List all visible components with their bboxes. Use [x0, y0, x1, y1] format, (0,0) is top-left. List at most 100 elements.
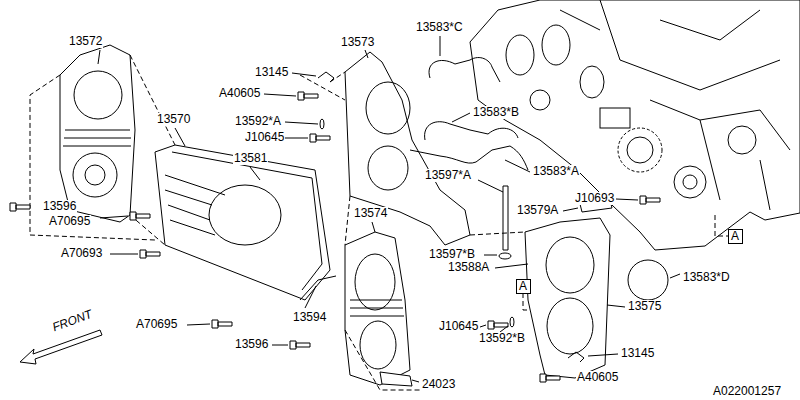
- engine-gear: [627, 137, 653, 163]
- engine-detail: [728, 126, 756, 154]
- part-number: 13581: [233, 152, 268, 165]
- engine-block: [470, 0, 800, 250]
- gasket-ring: [628, 260, 668, 300]
- bolt: [212, 320, 232, 328]
- part-number: 13597*A: [424, 169, 472, 182]
- cover-opening: [366, 82, 410, 134]
- part-number: A70693: [60, 247, 103, 260]
- part-number: 13575: [627, 300, 662, 313]
- part-number: 13572: [68, 35, 103, 48]
- bolt: [540, 374, 560, 382]
- cover-rib: [165, 175, 225, 235]
- part-number: 13594: [292, 311, 327, 324]
- part-number: 13596: [234, 338, 269, 351]
- part-number: 13583*A: [532, 165, 580, 178]
- part-number: A70695: [48, 215, 91, 228]
- part-number: A70695: [135, 318, 178, 331]
- part-number: 24023: [421, 378, 456, 391]
- gasket: [429, 58, 500, 82]
- part-number: 13588A: [447, 261, 490, 274]
- engine-detail: [580, 66, 604, 98]
- part-number: 13592*A: [234, 115, 282, 128]
- part-number: 13583*C: [415, 21, 464, 34]
- washer: [510, 317, 514, 327]
- engine-detail: [600, 108, 630, 128]
- cover-opening: [355, 254, 395, 310]
- part-number: 13597*B: [428, 248, 476, 261]
- cover-outline: [345, 232, 410, 385]
- cover-outline: [345, 52, 470, 245]
- timing-cover-center: [345, 232, 410, 385]
- diagram-code: A022001257: [712, 385, 782, 398]
- clip-wire: [300, 276, 336, 300]
- cover-opening: [360, 321, 396, 369]
- reference-letter: A: [519, 280, 527, 293]
- clip: [568, 352, 584, 362]
- leader-line: [98, 36, 680, 382]
- engine-outline: [470, 0, 800, 250]
- part-number: 13145: [254, 66, 289, 79]
- engine-detail: [674, 166, 706, 198]
- cover-gasket: [172, 152, 322, 290]
- cover-outline: [525, 218, 610, 378]
- part-number: J10645: [438, 320, 479, 333]
- engine-detail: [542, 25, 570, 65]
- part-number: A40605: [218, 87, 261, 100]
- engine-detail: [530, 90, 550, 110]
- part-number: 13583*D: [682, 271, 731, 284]
- cover-rib: [350, 300, 404, 316]
- reference-box: A: [516, 279, 531, 294]
- timing-cover-left: [525, 218, 610, 378]
- engine-detail: [683, 175, 697, 189]
- cover-opening: [85, 165, 105, 185]
- part-number: 13596: [42, 200, 77, 213]
- part-number: 13583*B: [472, 106, 520, 119]
- part-number: 13579A: [516, 204, 559, 217]
- washer: [320, 119, 324, 129]
- bolt: [640, 196, 660, 204]
- bolt: [140, 250, 160, 258]
- bracket: [380, 372, 412, 386]
- gasket: [410, 146, 528, 170]
- clip: [318, 72, 334, 82]
- part-number: 13573: [340, 36, 375, 49]
- part-number: 13145: [620, 347, 655, 360]
- cover-opening: [74, 71, 122, 119]
- timing-cover-upper: [60, 45, 135, 222]
- engine-detail: [506, 35, 534, 75]
- part-number: J10645: [244, 131, 285, 144]
- guide-rod: [503, 186, 508, 250]
- gasket: [425, 122, 518, 140]
- direction-label: FRONT: [50, 308, 95, 335]
- part-number: A40605: [576, 371, 619, 384]
- cover-outline: [60, 45, 135, 222]
- timing-cover-right: [155, 145, 330, 300]
- cover-opening: [368, 146, 408, 190]
- part-number: 13570: [156, 113, 191, 126]
- rear-cover: [345, 52, 470, 245]
- reference-box: A: [728, 229, 743, 244]
- bolt: [310, 134, 330, 142]
- cover-rib: [63, 130, 131, 146]
- bolt: [298, 92, 318, 100]
- o-ring: [499, 253, 511, 259]
- engine-gear: [618, 128, 662, 172]
- cover-outline: [155, 145, 330, 300]
- cover-opening: [73, 153, 117, 197]
- bolt: [130, 212, 150, 220]
- bolt: [10, 203, 30, 211]
- cover-opening: [209, 185, 281, 245]
- part-number: 13574: [353, 207, 388, 220]
- bolt: [290, 341, 310, 349]
- cover-opening: [546, 237, 594, 293]
- front-arrow: [20, 330, 102, 364]
- part-number: J10693: [574, 192, 615, 205]
- reference-letter: A: [731, 230, 739, 243]
- cover-opening: [547, 298, 593, 354]
- engine-detail: [560, 0, 790, 210]
- part-number: 13592*B: [478, 332, 526, 345]
- assembly-line: [30, 55, 728, 390]
